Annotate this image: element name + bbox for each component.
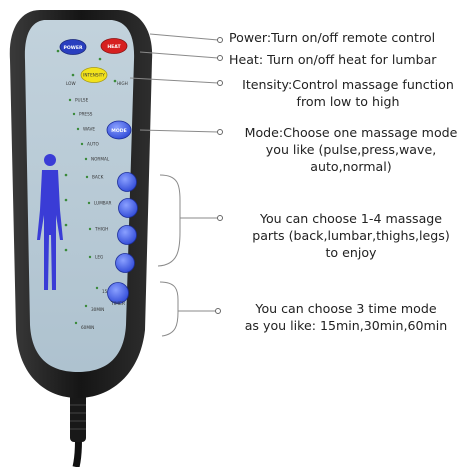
strain-relief-ridges — [70, 404, 86, 430]
svg-text:LEG: LEG — [95, 255, 103, 260]
body-zone-markers — [64, 173, 68, 252]
timer-button[interactable]: TIMER — [107, 282, 129, 308]
cable-strain-relief — [70, 392, 86, 442]
svg-text:AUTO: AUTO — [87, 142, 99, 147]
svg-text:WAVE: WAVE — [83, 127, 95, 132]
back-button-group: BACK — [85, 175, 104, 180]
intensity-level-indicators: LOW HIGH — [66, 73, 128, 86]
lumbar-button[interactable] — [118, 198, 138, 218]
heat-button[interactable]: HEAT — [100, 38, 128, 54]
mode-indicator-list: PULSE PRESS WAVE AUTO NORMAL — [68, 98, 110, 162]
mode-annotation: Mode:Choose one massage mode you like (p… — [244, 125, 458, 174]
svg-text:INTENSITY: INTENSITY — [83, 73, 105, 78]
svg-text:MODE: MODE — [111, 128, 126, 134]
svg-text:60MIN: 60MIN — [81, 325, 94, 330]
power-led — [56, 49, 60, 53]
heat-led — [98, 57, 102, 61]
svg-text:BACK: BACK — [92, 175, 104, 180]
svg-text:HIGH: HIGH — [117, 81, 128, 86]
power-button[interactable]: POWER — [59, 39, 87, 55]
intensity-button[interactable]: INTENSITY — [80, 67, 108, 83]
power-annotation: Power:Turn on/off remote control — [229, 30, 436, 45]
human-body-icon — [37, 154, 63, 290]
time-annotation: You can choose 3 time mode as you like: … — [244, 301, 448, 333]
thigh-button[interactable] — [117, 225, 137, 245]
parts-annotation: You can choose 1-4 massage parts (back,l… — [252, 211, 450, 260]
mode-button[interactable]: MODE — [106, 120, 132, 140]
svg-text:PULSE: PULSE — [75, 98, 89, 103]
leg-button[interactable] — [115, 253, 135, 273]
lumbar-button-group: LUMBAR — [87, 201, 112, 206]
svg-text:30MIN: 30MIN — [91, 307, 104, 312]
svg-text:THIGH: THIGH — [94, 227, 108, 232]
leg-button-group: LEG — [88, 255, 103, 260]
svg-text:POWER: POWER — [63, 45, 82, 51]
heat-annotation: Heat: Turn on/off heat for lumbar — [229, 52, 437, 67]
svg-text:PRESS: PRESS — [79, 112, 93, 117]
thigh-button-group: THIGH — [88, 227, 108, 232]
svg-text:NORMAL: NORMAL — [91, 157, 110, 162]
svg-text:LUMBAR: LUMBAR — [94, 201, 112, 206]
svg-text:TIMER: TIMER — [110, 301, 126, 307]
back-button[interactable] — [117, 172, 137, 192]
intensity-annotation: Itensity:Control massage function from l… — [242, 77, 454, 109]
svg-text:HEAT: HEAT — [107, 44, 121, 50]
svg-text:LOW: LOW — [66, 81, 76, 86]
